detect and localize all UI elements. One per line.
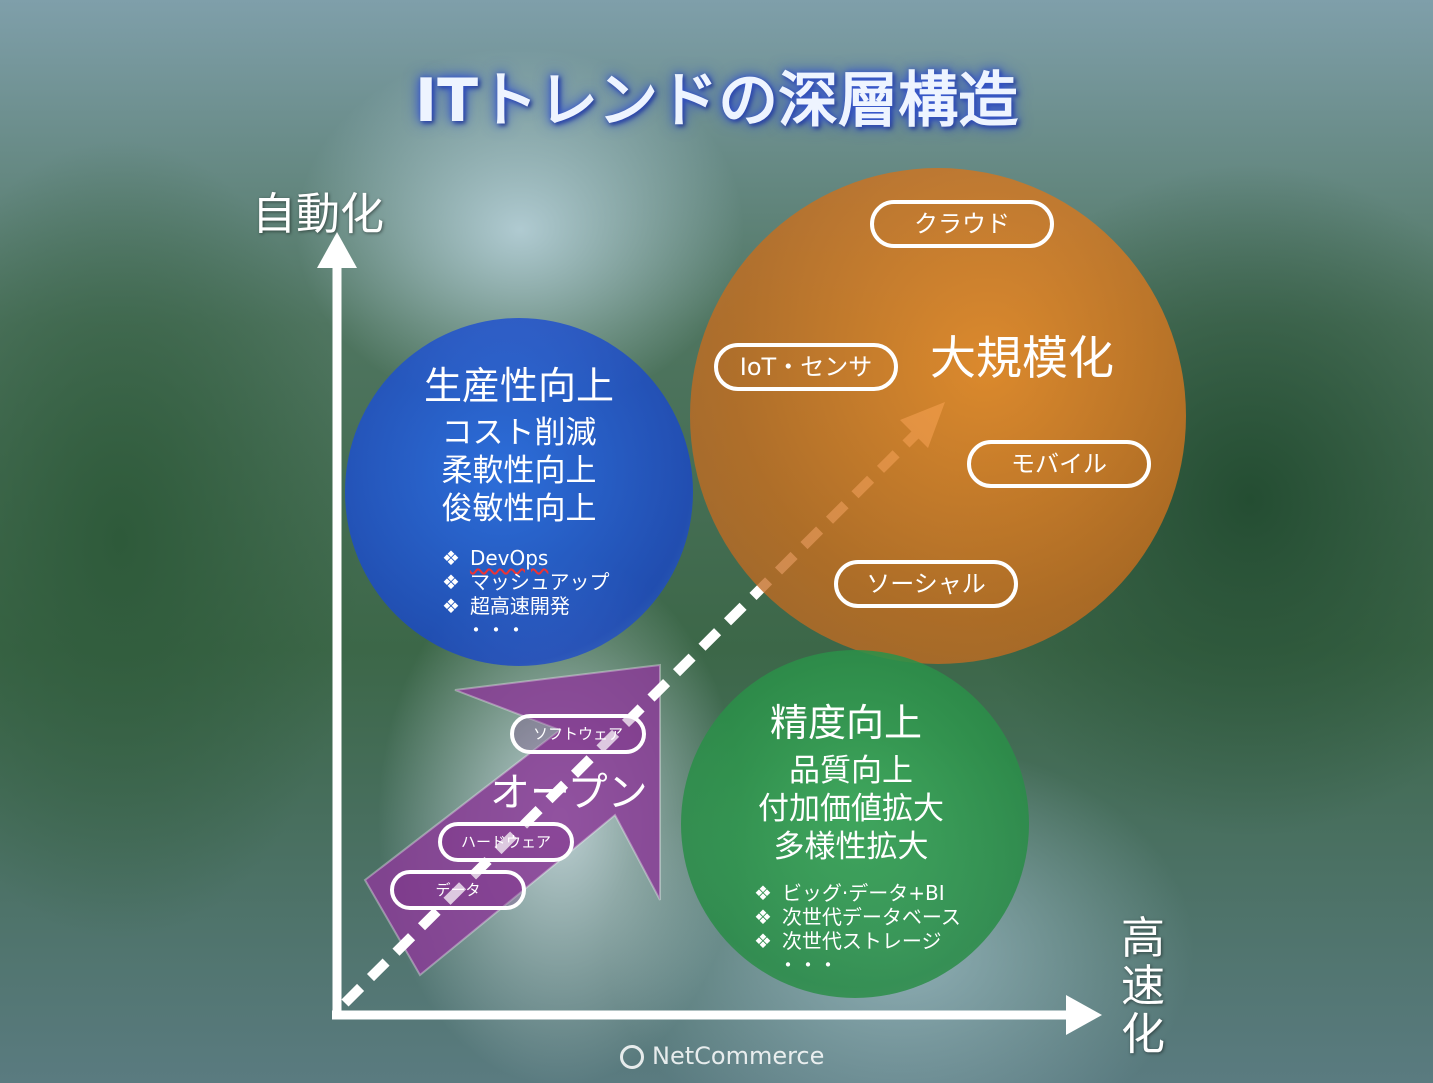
accuracy-circle: [681, 650, 1029, 998]
mobile-pill: モバイル: [967, 440, 1151, 488]
data-pill: データ: [390, 870, 526, 910]
productivity-circle: [345, 318, 693, 666]
x-axis-label: 高 速 化: [1121, 913, 1165, 1060]
hardware-pill: ハードウェア: [438, 822, 574, 862]
cloud-pill: クラウド: [870, 200, 1054, 248]
scale-heading: 大規模化: [930, 331, 1114, 385]
scale-circle: [690, 168, 1186, 664]
productivity-bullets: ❖DevOps ❖マッシュアップ ❖超高速開発 ・・・: [442, 546, 610, 642]
accuracy-heading: 精度向上: [769, 701, 922, 745]
netcommerce-logo-icon: [620, 1045, 644, 1069]
page-title: ITトレンドの深層構造: [414, 66, 1019, 136]
productivity-heading: 生産性向上: [423, 364, 614, 408]
accuracy-bullets: ❖ビッグ·データ+BI ❖次世代データベース ❖次世代ストレージ ・・・: [754, 881, 961, 977]
social-pill: ソーシャル: [834, 560, 1018, 608]
accuracy-lines: 品質向上 付加価値拡大 多様性拡大: [758, 753, 944, 865]
iot-sensor-pill: IoT・センサ: [714, 343, 898, 391]
y-axis-arrowhead: [317, 232, 357, 268]
y-axis-label: 自動化: [252, 189, 384, 240]
x-axis-arrowhead: [1066, 995, 1102, 1035]
productivity-lines: コスト削減 柔軟性向上 俊敏性向上: [441, 415, 597, 527]
open-label: オープン: [490, 770, 648, 816]
netcommerce-logo: NetCommerce: [620, 1042, 824, 1070]
open-arrow: [363, 663, 661, 977]
software-pill: ソフトウェア: [510, 714, 646, 754]
